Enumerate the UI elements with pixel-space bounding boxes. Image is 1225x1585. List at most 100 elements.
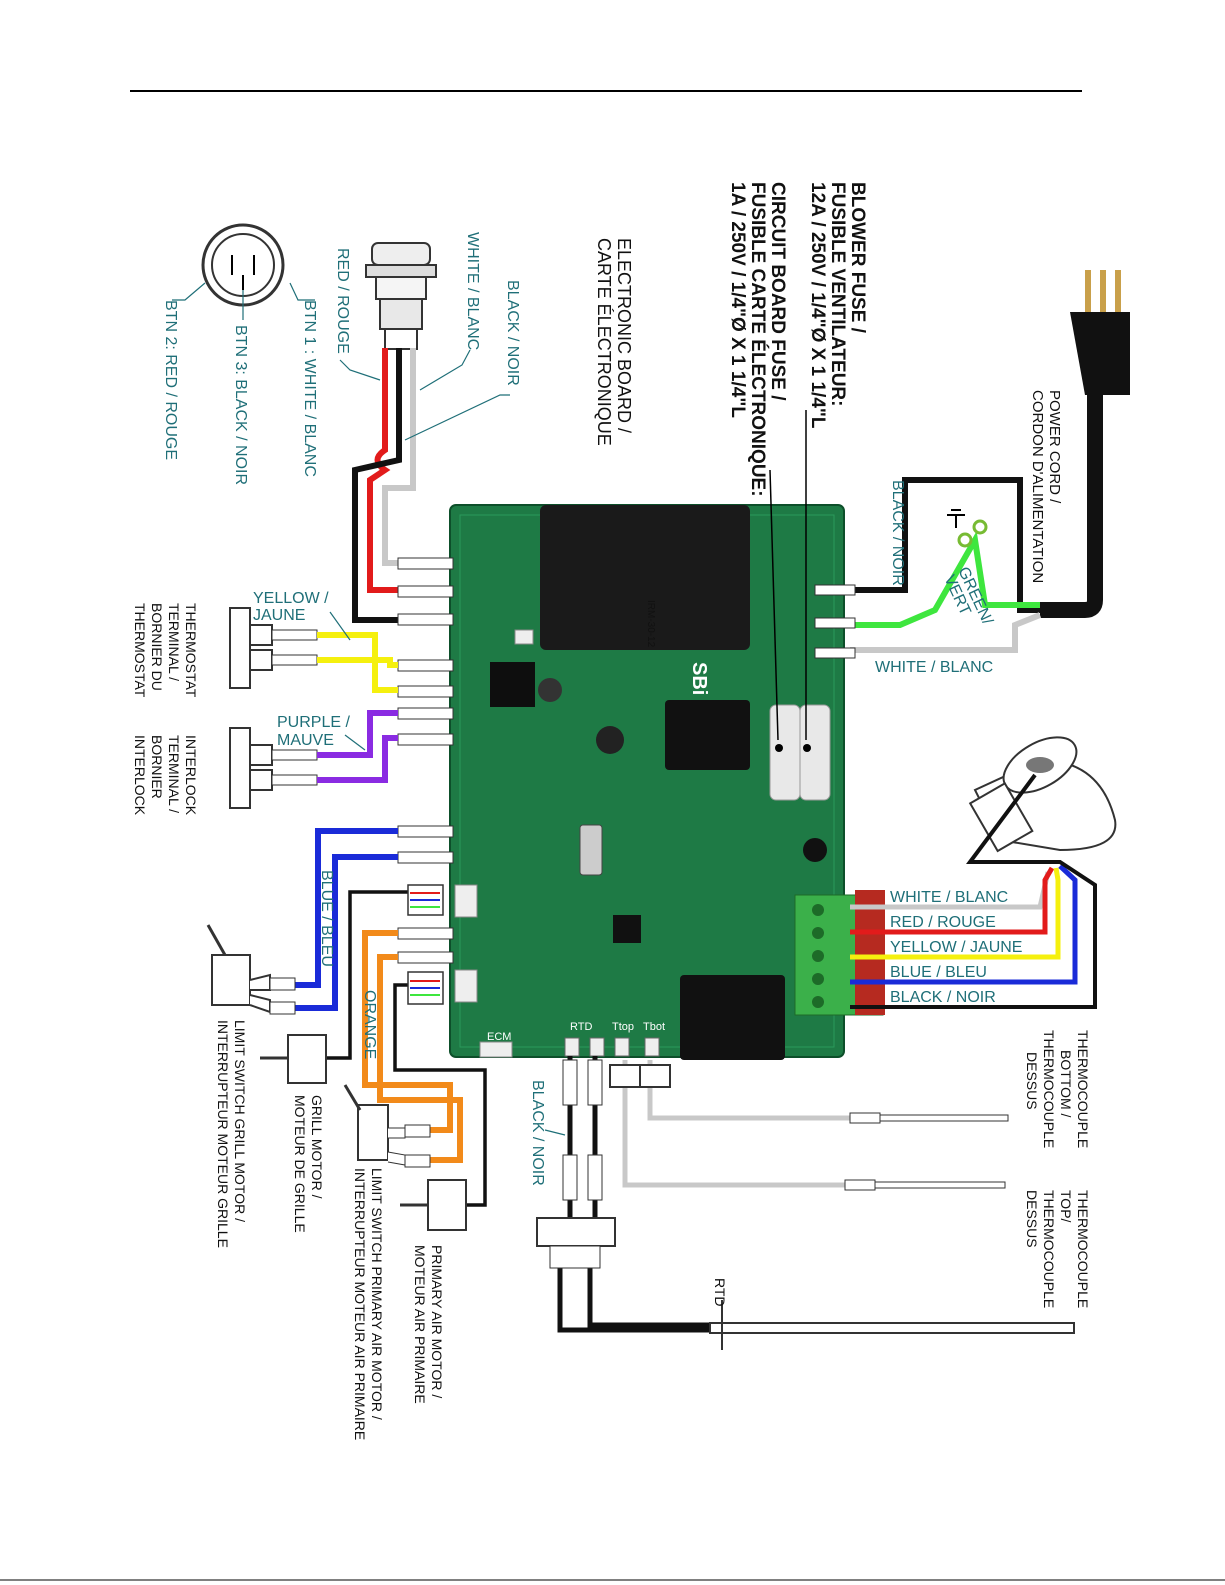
tc-bottom-wire (622, 1060, 845, 1188)
power-black-label: BLACK / NOIR (889, 480, 906, 586)
grill-motor (260, 884, 444, 1084)
blower-relay (665, 700, 750, 770)
electronic-board-label-1: ELECTRONIC BOARD / (614, 238, 634, 433)
blower-wire-yellow (850, 867, 1061, 960)
rtd-wire-1 (557, 1056, 710, 1333)
blower-white-label: WHITE / BLANC (890, 889, 1008, 906)
blower-fuse (769, 704, 801, 801)
board-fuse-label-3: 1A / 250V / 1/4"Ø X 1 1/4"L (727, 182, 748, 418)
limit-grill-wire-2 (295, 854, 398, 1011)
thermostat-wire-2 (317, 657, 398, 668)
connector (454, 969, 478, 1003)
leader-red (339, 359, 381, 381)
rtd-black-label: BLACK / NOIR (529, 1080, 546, 1186)
limit-primary-label-1: LIMIT SWITCH PRIMARY AIR MOTOR / (369, 1168, 385, 1420)
blower-black-label: BLACK / NOIR (890, 989, 996, 1006)
thermocouple-top-probe (844, 1179, 1006, 1191)
usb-port (579, 824, 603, 876)
thermostat-label-1: THERMOSTAT (183, 603, 199, 698)
limit-primary-wire-2 (377, 954, 463, 1163)
capacitor (803, 838, 827, 862)
btn1-label: BTN 1 : WHITE / BLANC (301, 300, 318, 477)
rtd-probe (709, 1322, 1075, 1334)
thermostat-label-2: TERMINAL / (166, 603, 182, 681)
primary-air-motor (400, 971, 467, 1231)
thermostat-terminal (229, 607, 318, 689)
board-left-connectors (397, 557, 454, 964)
blower-fan (968, 736, 1117, 853)
power-cord-plug (1040, 270, 1130, 618)
blower-blue-label: BLUE / BLEU (890, 964, 987, 981)
blower-fuse-label-3: 12A / 250V / 1/4"Ø X 1 1/4"L (807, 182, 828, 429)
psu-model-label: IRM-30-12 (645, 600, 656, 648)
board-fuse-label-1: CIRCUIT BOARD FUSE / (767, 182, 788, 401)
tc-bottom-label-1: THERMOCOUPLE (1075, 1030, 1091, 1148)
tc-top-label-3: THERMOCOUPLE (1041, 1190, 1057, 1308)
btn2-leader (172, 282, 206, 301)
rtd-connector (536, 1059, 616, 1269)
primary-motor-label-2: MOTEUR AIR PRIMAIRE (412, 1245, 428, 1404)
board-ttop-mark: Ttop (612, 1021, 634, 1033)
button-black-label: BLACK / NOIR (504, 280, 521, 386)
connector (479, 1041, 513, 1058)
electronic-board-label-2: CARTE ÉLECTRONIQUE (594, 238, 614, 446)
ground-symbol-icon (947, 509, 988, 548)
power-white-label: WHITE / BLANC (875, 659, 993, 676)
interlock-label-4: INTERLOCK (132, 735, 148, 816)
rtd-leader (544, 1129, 566, 1136)
inductor (538, 678, 562, 702)
tc-connectors (609, 1064, 671, 1088)
power-wire-green (850, 531, 1040, 628)
blower-fuse-label-2: FUSIBLE VENTILATEUR: (827, 182, 848, 406)
capacitor (596, 726, 624, 754)
button-wire-black (352, 348, 402, 623)
limit-grill-label-2: INTERRUPTEUR MOTEUR GRILLE (215, 1020, 231, 1248)
button-red-label: RED / ROUGE (334, 248, 351, 354)
blower-wire-black (850, 773, 1097, 1009)
button-white-label: WHITE / BLANC (464, 232, 481, 350)
primary-motor-wire (393, 983, 487, 1207)
btn3-label: BTN 3: BLACK / NOIR (232, 325, 249, 485)
tc-top-label-4: DESSUS (1024, 1190, 1040, 1248)
connector (514, 629, 534, 645)
power-supply-module (540, 505, 750, 650)
yellow-leader (329, 611, 351, 641)
interlock-wire-1 (317, 710, 398, 758)
limit-primary-label-2: INTERRUPTEUR MOTEUR AIR PRIMAIRE (352, 1168, 368, 1440)
interlock-label-1: INTERLOCK (183, 735, 199, 816)
yellow-label-2: JAUNE (253, 607, 305, 624)
power-connectors (814, 584, 856, 659)
tc-bottom-label-3: THERMOCOUPLE (1041, 1030, 1057, 1148)
power-wire-white (850, 612, 1042, 653)
purple-label-2: MAUVE (277, 732, 334, 749)
circuit-board-fuse (799, 704, 831, 801)
leader-white (419, 349, 471, 391)
blower-fuse-label-1: BLOWER FUSE / (847, 182, 868, 334)
interlock-wire-2 (317, 735, 398, 783)
purple-leader (344, 734, 366, 751)
limit-grill-label-1: LIMIT SWITCH GRILL MOTOR / (232, 1020, 248, 1222)
limit-primary-wire-1 (362, 930, 453, 1133)
button-wire-white (382, 348, 416, 566)
limit-switch-grill (206, 924, 296, 1015)
board-rtd-mark: RTD (570, 1021, 592, 1033)
grill-motor-wire (325, 890, 420, 1060)
power-cord-label-1: POWER CORD / (1046, 390, 1063, 504)
thermostat-label-3: BORNIER DU (149, 603, 165, 691)
interlock-label-2: TERMINAL / (166, 735, 182, 813)
power-cord-label-2: CORDON D'ALIMENTATION (1029, 390, 1046, 583)
tc-bottom-label-2: BOTTOM / (1058, 1050, 1074, 1118)
board-fuse-label-2: FUSIBLE CARTE ÉLECTRONIQUE: (747, 182, 769, 497)
blower-wire-red (850, 866, 1055, 935)
board-fuse-leader (769, 469, 779, 741)
yellow-label-1: YELLOW / (253, 590, 329, 607)
board-brand-mark: SBi (688, 662, 710, 695)
orange-label: ORANGE (361, 990, 378, 1059)
grill-motor-label-1: GRILL MOTOR / (309, 1095, 325, 1199)
thermocouple-bottom-probe (849, 1112, 1009, 1124)
btn2-label: BTN 2: RED / ROUGE (162, 300, 179, 460)
leader-black (404, 394, 510, 441)
tc-top-label-2: TOP/ (1058, 1190, 1074, 1223)
blower-wire-blue (850, 864, 1078, 985)
